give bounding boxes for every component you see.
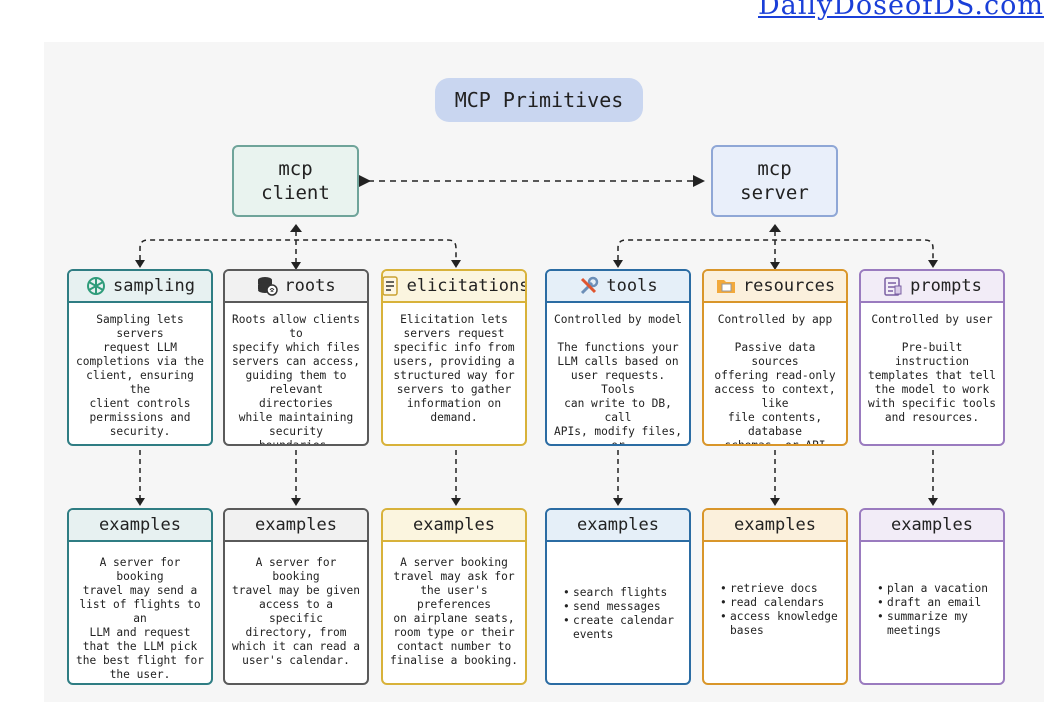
example-heading: examples bbox=[704, 510, 846, 542]
primitive-description: Roots allow clients to specify which fil… bbox=[232, 313, 360, 446]
example-heading: examples bbox=[861, 510, 1003, 542]
primitive-title: roots bbox=[284, 276, 336, 296]
brand-watermark[interactable]: DailyDoseofDS.com bbox=[758, 0, 1044, 21]
primitive-card-header: tools bbox=[547, 271, 689, 303]
example-card-elicitations: examples A server booking travel may ask… bbox=[381, 508, 527, 685]
example-connectors bbox=[139, 450, 934, 498]
list-item: send messages bbox=[563, 600, 683, 614]
example-list: plan a vacation draft an email summarize… bbox=[861, 582, 1003, 638]
primitive-card-header: elicitations bbox=[383, 271, 525, 303]
primitive-card-prompts: prompts Controlled by user Pre-built ins… bbox=[859, 269, 1005, 446]
example-card-roots: examples A server for booking travel may… bbox=[223, 508, 369, 685]
primitive-card-header: sampling bbox=[69, 271, 211, 303]
primitive-description: Sampling lets servers request LLM comple… bbox=[76, 313, 204, 438]
example-card-sampling: examples A server for booking travel may… bbox=[67, 508, 213, 685]
primitive-title: resources bbox=[742, 276, 836, 296]
example-list: retrieve docs read calendars access know… bbox=[704, 582, 846, 638]
server-branch-arrowheads bbox=[613, 224, 938, 270]
diagram-title: MCP Primitives bbox=[435, 78, 643, 122]
clipboard-list-icon bbox=[882, 275, 904, 297]
example-list: search flights send messages create cale… bbox=[547, 586, 689, 642]
example-text: A server for booking travel may send a l… bbox=[76, 556, 204, 681]
example-heading: examples bbox=[383, 510, 525, 542]
list-item: draft an email bbox=[877, 596, 997, 610]
example-text: A server for booking travel may be given… bbox=[232, 556, 360, 667]
primitive-card-elicitations: elicitations Elicitation lets servers re… bbox=[381, 269, 527, 446]
primitive-card-roots: roots Roots allow clients to specify whi… bbox=[223, 269, 369, 446]
folder-icon bbox=[715, 275, 737, 297]
database-fingerprint-icon bbox=[256, 275, 279, 297]
primitive-card-header: resources bbox=[704, 271, 846, 303]
list-item: access knowledge bases bbox=[720, 610, 840, 638]
primitive-title: prompts bbox=[910, 276, 982, 296]
list-item: summarize my meetings bbox=[877, 610, 997, 638]
client-branch-connector bbox=[139, 231, 457, 262]
primitive-card-sampling: sampling Sampling lets servers request L… bbox=[67, 269, 213, 446]
primitive-control: Controlled by app bbox=[717, 313, 833, 326]
primitive-control: Controlled by user bbox=[871, 313, 993, 326]
primitive-control: Controlled by model bbox=[554, 313, 682, 326]
list-item: retrieve docs bbox=[720, 582, 840, 596]
primitive-description: Passive data sources offering read-only … bbox=[714, 341, 836, 446]
openai-logo-icon bbox=[85, 275, 107, 297]
example-heading: examples bbox=[225, 510, 367, 542]
example-heading: examples bbox=[547, 510, 689, 542]
primitive-description: The functions your LLM calls based on us… bbox=[554, 341, 682, 446]
list-item: read calendars bbox=[720, 596, 840, 610]
primitive-card-header: prompts bbox=[861, 271, 1003, 303]
example-card-resources: examples retrieve docs read calendars ac… bbox=[702, 508, 848, 685]
example-arrowheads bbox=[135, 498, 938, 506]
example-card-prompts: examples plan a vacation draft an email … bbox=[859, 508, 1005, 685]
list-item: plan a vacation bbox=[877, 582, 997, 596]
mcp-server-node: mcp server bbox=[711, 145, 838, 217]
primitive-description: Elicitation lets servers request specifi… bbox=[393, 313, 515, 424]
client-branch-arrowheads bbox=[135, 224, 461, 270]
primitive-title: tools bbox=[606, 276, 658, 296]
list-item: search flights bbox=[563, 586, 683, 600]
example-heading: examples bbox=[69, 510, 211, 542]
server-branch-connector bbox=[617, 231, 934, 262]
list-item: create calendar events bbox=[563, 614, 683, 642]
wrench-screwdriver-icon bbox=[578, 275, 600, 297]
primitive-card-header: roots bbox=[225, 271, 367, 303]
primitive-title: sampling bbox=[113, 276, 195, 296]
example-text: A server booking travel may ask for the … bbox=[390, 556, 518, 667]
primitive-card-resources: resources Controlled by app Passive data… bbox=[702, 269, 848, 446]
primitive-description: Pre-built instruction templates that tel… bbox=[868, 341, 996, 424]
primitive-title: elicitations bbox=[406, 276, 527, 296]
mcp-client-node: mcp client bbox=[232, 145, 359, 217]
example-card-tools: examples search flights send messages cr… bbox=[545, 508, 691, 685]
form-document-icon bbox=[383, 275, 401, 297]
primitive-card-tools: tools Controlled by model The functions … bbox=[545, 269, 691, 446]
